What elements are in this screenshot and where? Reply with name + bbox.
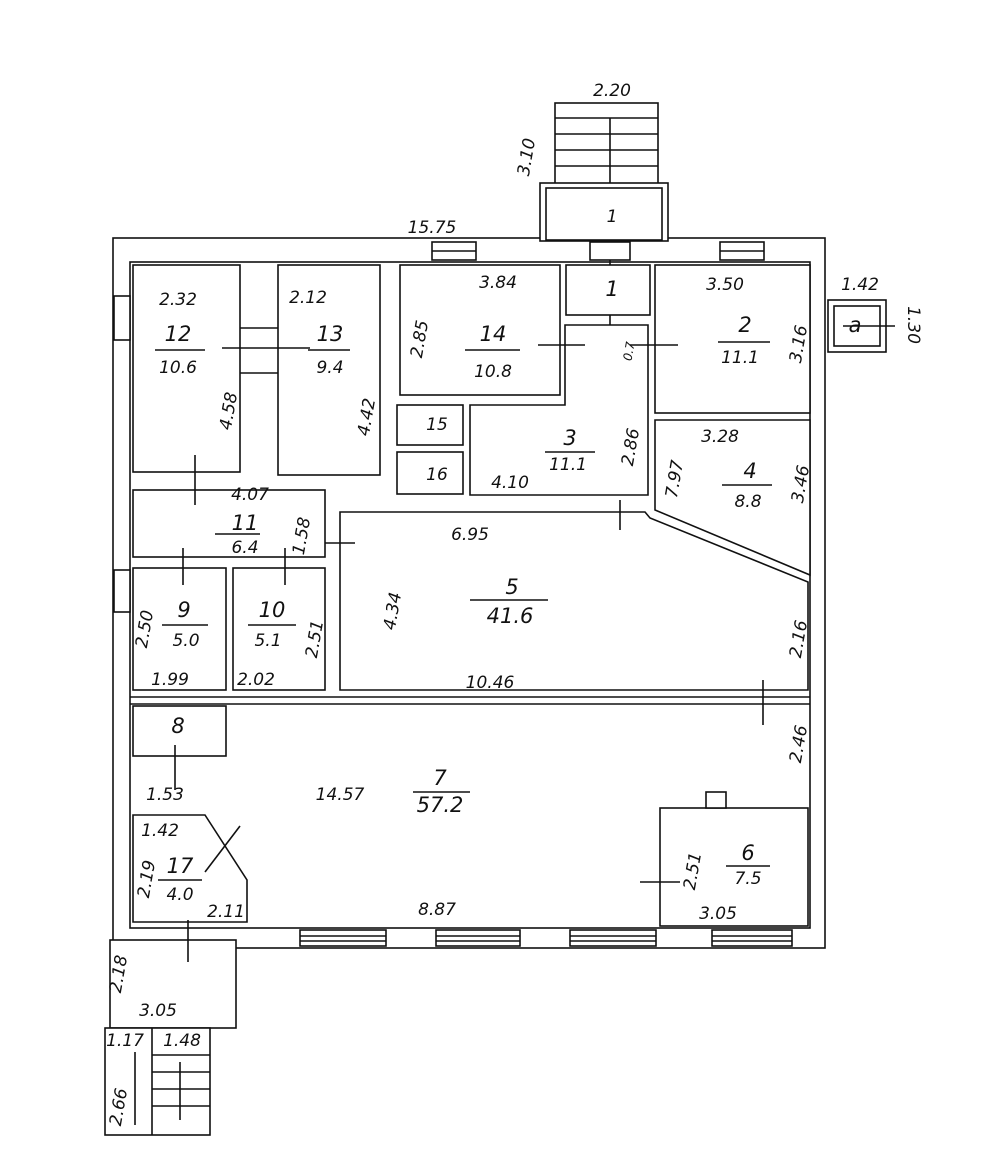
room-3-area: 11.1 [549,455,587,475]
dim: 2.02 [237,670,275,690]
room-labels: 1 1 2 11.1 3 11.1 4 8.8 5 41.6 6 7.5 7 5… [155,207,861,905]
room-4-number: 4 [743,459,756,483]
dim: 3.05 [139,1001,177,1021]
room-13-area: 9.4 [316,358,343,378]
room-9-number: 9 [177,598,190,622]
dim: 4.10 [491,473,529,493]
room-16-number: 16 [426,465,448,485]
room-5-area: 41.6 [487,604,534,628]
room-9-area: 5.0 [172,631,199,651]
dim: 3.28 [701,427,739,447]
room-13-number: 13 [317,322,344,346]
room-8-number: 8 [171,714,184,738]
room-3-number: 3 [563,426,576,450]
walls [104,102,895,1136]
dim: 6.95 [451,525,489,545]
room-5-number: 5 [505,575,518,599]
dim: 3.84 [479,273,517,293]
dim: 3.50 [706,275,744,295]
dim: 14.57 [316,785,365,805]
dim: 2.11 [207,902,245,922]
dim: 1.53 [146,785,184,805]
dim: 2.20 [593,81,631,101]
room-2-area: 11.1 [721,348,759,368]
dim: 1.48 [163,1031,201,1051]
room-6-area: 7.5 [734,869,761,889]
dim: 1.99 [151,670,189,690]
dim: 1.17 [106,1031,144,1051]
room-4-area: 8.8 [734,492,761,512]
room-a-number: a [849,313,862,337]
room-10-number: 10 [259,598,286,622]
room-14-number: 14 [480,322,507,346]
dim: 1.42 [141,821,179,841]
room-7-number: 7 [433,766,447,790]
dim: 3.10 [514,137,540,178]
dim: 2.32 [159,290,197,310]
room-11-number: 11 [232,511,259,535]
dim: 2.12 [289,288,327,308]
room-7-area: 57.2 [417,793,464,817]
dim: 4.07 [231,485,269,505]
room-15-number: 15 [426,415,448,435]
label-entrance: 1 [607,207,618,227]
dim: 8.87 [418,900,456,920]
dim: 0.7 [621,340,638,362]
room-17-number: 17 [167,854,194,878]
dim: 15.75 [408,218,457,238]
dim: 3.05 [699,904,737,924]
room-17-area: 4.0 [166,885,193,905]
room-10-area: 5.1 [254,631,281,651]
room-11-area: 6.4 [231,538,258,558]
dim: 1.42 [841,275,879,295]
dim: 1.30 [903,306,923,344]
room-2-number: 2 [738,313,751,337]
dim: 10.46 [466,673,515,693]
room-12-number: 12 [165,322,192,346]
room-1-number: 1 [605,277,618,301]
room-6-number: 6 [741,841,754,865]
room-14-area: 10.8 [474,362,512,382]
room-12-area: 10.6 [159,358,197,378]
